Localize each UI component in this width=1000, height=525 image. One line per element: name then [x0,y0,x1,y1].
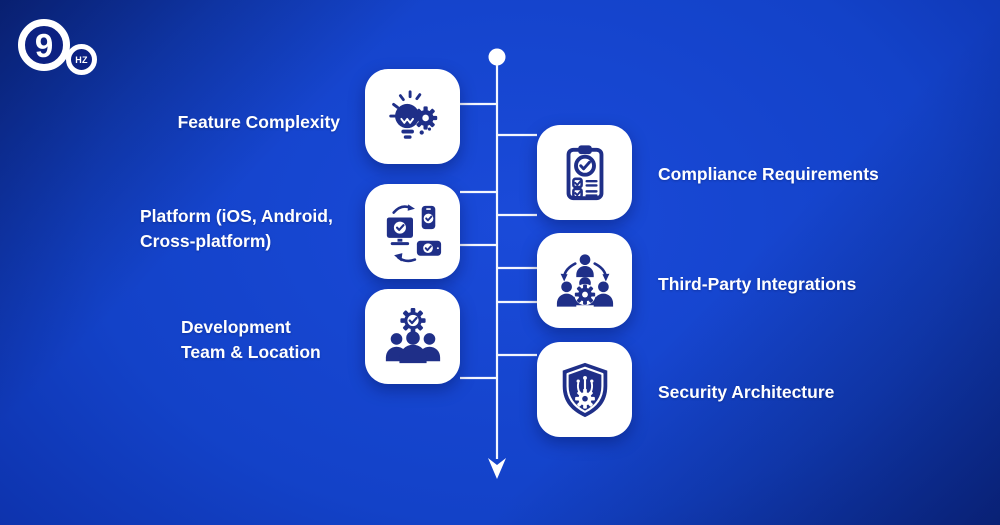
card-compliance [537,125,632,220]
logo-unit: HZ [75,54,88,65]
team-gear-icon [385,307,440,363]
logo-nine-circle: 9 [18,19,70,71]
lightbulb-gear-icon [388,89,437,139]
card-development-team [365,289,460,384]
timeline-start-dot [488,48,506,66]
logo-number: 9 [34,26,54,64]
devices-sync-icon [386,203,441,262]
card-platform [365,184,460,279]
down-arrow-icon [488,458,506,479]
clipboard-checklist-icon [566,144,603,200]
label-feature-complexity: Feature Complexity [177,112,340,132]
card-third-party [537,233,632,328]
label-development-team: Development Team & Location [181,317,321,362]
label-platform: Platform (iOS, Android, Cross-platform) [140,206,333,251]
nine-hertz-logo: 9 HZ [18,18,104,80]
logo-hz-circle: HZ [66,44,97,75]
label-compliance: Compliance Requirements [658,164,879,184]
label-security: Security Architecture [658,382,835,402]
card-security [537,342,632,437]
label-third-party: Third-Party Integrations [658,274,857,294]
shield-circuit-icon [562,362,607,417]
people-gear-network-icon [556,253,613,307]
card-feature-complexity [365,69,460,164]
